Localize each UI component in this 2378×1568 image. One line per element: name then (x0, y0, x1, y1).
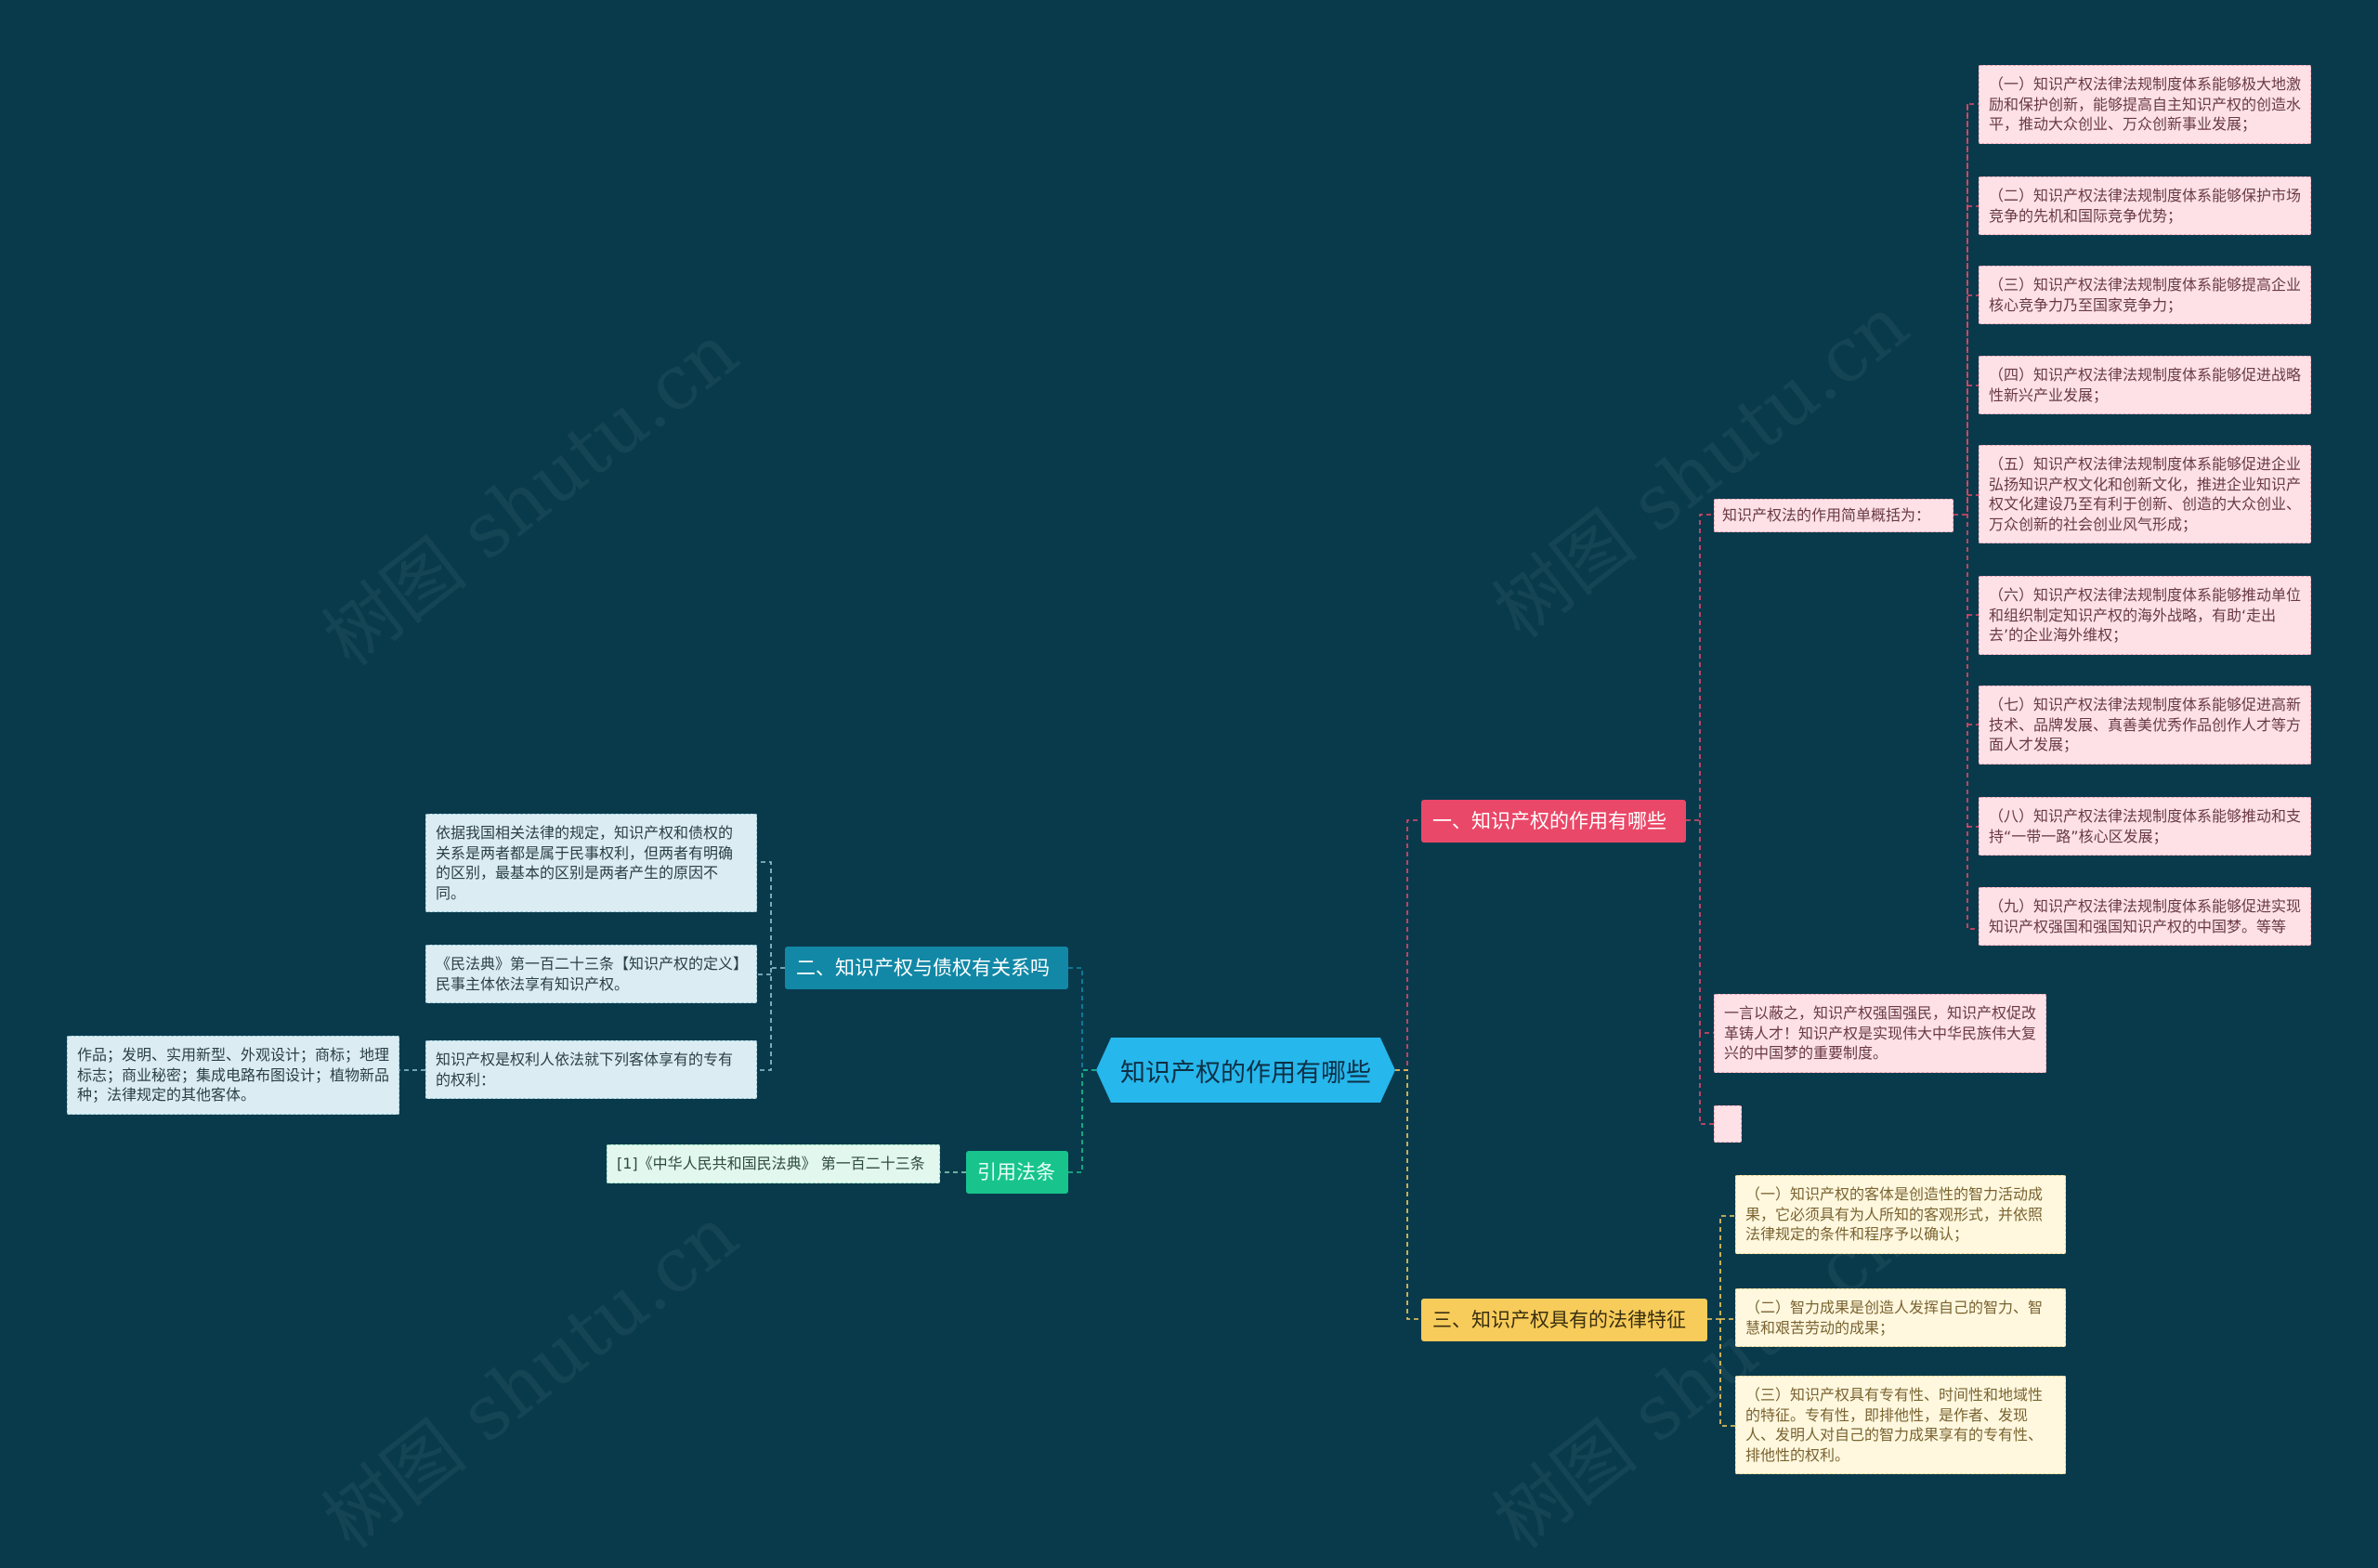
node-text: （八）知识产权法律法规制度体系能够推动和支持“一带一路”核心区发展； (1989, 807, 2302, 845)
branch-label: 一、知识产权的作用有哪些 (1432, 810, 1666, 832)
node-text: （三）知识产权法律法规制度体系能够提高企业核心竞争力乃至国家竞争力； (1989, 276, 2302, 314)
central-topic[interactable]: 知识产权的作用有哪些 (1096, 1038, 1395, 1103)
branch-label: 二、知识产权与债权有关系吗 (796, 957, 1050, 979)
node-text: 《民法典》第一百二十三条【知识产权的定义】民事主体依法享有知识产权。 (436, 955, 741, 993)
node-text: （四）知识产权法律法规制度体系能够促进战略性新兴产业发展； (1989, 366, 2302, 404)
debt-item-3[interactable]: 知识产权是权利人依法就下列客体享有的专有的权利： (425, 1040, 757, 1099)
node-text: 知识产权是权利人依法就下列客体享有的专有的权利： (436, 1051, 734, 1089)
role-item-2[interactable]: （二）知识产权法律法规制度体系能够保护市场竞争的先机和国际竞争优势； (1979, 176, 2311, 235)
branch-legal-features[interactable]: 三、知识产权具有的法律特征 (1421, 1299, 1707, 1341)
role-item-8[interactable]: （八）知识产权法律法规制度体系能够推动和支持“一带一路”核心区发展； (1979, 797, 2311, 856)
debt-item-2[interactable]: 《民法典》第一百二十三条【知识产权的定义】民事主体依法享有知识产权。 (425, 945, 757, 1003)
role-item-9[interactable]: （九）知识产权法律法规制度体系能够促进实现知识产权强国和强国知识产权的中国梦。等… (1979, 887, 2311, 946)
role-item-5[interactable]: （五）知识产权法律法规制度体系能够促进企业弘扬知识产权文化和创新文化，推进企业知… (1979, 445, 2311, 543)
node-text: （一）知识产权法律法规制度体系能够极大地激励和保护创新，能够提高自主知识产权的创… (1989, 75, 2302, 133)
node-text: （七）知识产权法律法规制度体系能够促进高新技术、品牌发展、真善美优秀作品创作人才… (1989, 696, 2302, 753)
node-text: （一）知识产权的客体是创造性的智力活动成果，它必须具有为人所知的客观形式，并依照… (1745, 1185, 2044, 1243)
node-text: （九）知识产权法律法规制度体系能够促进实现知识产权强国和强国知识产权的中国梦。等… (1989, 897, 2302, 935)
node-text: （三）知识产权具有专有性、时间性和地域性的特征。专有性，即排他性，是作者、发现人… (1745, 1386, 2044, 1464)
node-text: （二）智力成果是创造人发挥自己的智力、智慧和艰苦劳动的成果； (1745, 1299, 2044, 1337)
branch-role-of-ip[interactable]: 一、知识产权的作用有哪些 (1421, 800, 1686, 843)
branch-cited-law[interactable]: 引用法条 (966, 1151, 1068, 1194)
empty-node[interactable] (1714, 1105, 1742, 1143)
role-item-3[interactable]: （三）知识产权法律法规制度体系能够提高企业核心竞争力乃至国家竞争力； (1979, 266, 2311, 324)
node-text: （二）知识产权法律法规制度体系能够保护市场竞争的先机和国际竞争优势； (1989, 187, 2302, 225)
feature-item-3[interactable]: （三）知识产权具有专有性、时间性和地域性的特征。专有性，即排他性，是作者、发现人… (1735, 1376, 2066, 1474)
node-text: [1]《中华人民共和国民法典》 第一百二十三条 (617, 1155, 925, 1172)
role-item-1[interactable]: （一）知识产权法律法规制度体系能够极大地激励和保护创新，能够提高自主知识产权的创… (1979, 65, 2311, 144)
branch-label: 三、知识产权具有的法律特征 (1432, 1309, 1686, 1331)
node-text: （五）知识产权法律法规制度体系能够促进企业弘扬知识产权文化和创新文化，推进企业知… (1989, 455, 2302, 533)
role-item-6[interactable]: （六）知识产权法律法规制度体系能够推动单位和组织制定知识产权的海外战略，有助‘走… (1979, 576, 2311, 655)
feature-item-2[interactable]: （二）智力成果是创造人发挥自己的智力、智慧和艰苦劳动的成果； (1735, 1288, 2066, 1347)
debt-item-1[interactable]: 依据我国相关法律的规定，知识产权和债权的关系是两者都是属于民事权利，但两者有明确… (425, 814, 757, 912)
node-text: 依据我国相关法律的规定，知识产权和债权的关系是两者都是属于民事权利，但两者有明确… (436, 824, 734, 902)
node-text: （六）知识产权法律法规制度体系能够推动单位和组织制定知识产权的海外战略，有助‘走… (1989, 586, 2302, 644)
branch-label: 引用法条 (977, 1161, 1055, 1183)
citation-node[interactable]: [1]《中华人民共和国民法典》 第一百二十三条 (607, 1144, 940, 1183)
branch-ip-and-debt[interactable]: 二、知识产权与债权有关系吗 (785, 947, 1068, 989)
role-summary-node[interactable]: 知识产权法的作用简单概括为： (1714, 499, 1953, 532)
node-text: 知识产权法的作用简单概括为： (1722, 506, 1931, 524)
node-text: 一言以蔽之，知识产权强国强民，知识产权促改革铸人才！知识产权是实现伟大中华民族伟… (1724, 1004, 2037, 1062)
node-text: 作品；发明、实用新型、外观设计；商标；地理标志；商业秘密；集成电路布图设计；植物… (77, 1046, 390, 1104)
role-item-4[interactable]: （四）知识产权法律法规制度体系能够促进战略性新兴产业发展； (1979, 356, 2311, 414)
central-topic-label: 知识产权的作用有哪些 (1120, 1058, 1371, 1088)
role-item-7[interactable]: （七）知识产权法律法规制度体系能够促进高新技术、品牌发展、真善美优秀作品创作人才… (1979, 686, 2311, 764)
role-conclusion-node[interactable]: 一言以蔽之，知识产权强国强民，知识产权促改革铸人才！知识产权是实现伟大中华民族伟… (1714, 994, 2046, 1073)
feature-item-1[interactable]: （一）知识产权的客体是创造性的智力活动成果，它必须具有为人所知的客观形式，并依照… (1735, 1175, 2066, 1254)
ip-objects-node[interactable]: 作品；发明、实用新型、外观设计；商标；地理标志；商业秘密；集成电路布图设计；植物… (67, 1036, 399, 1115)
